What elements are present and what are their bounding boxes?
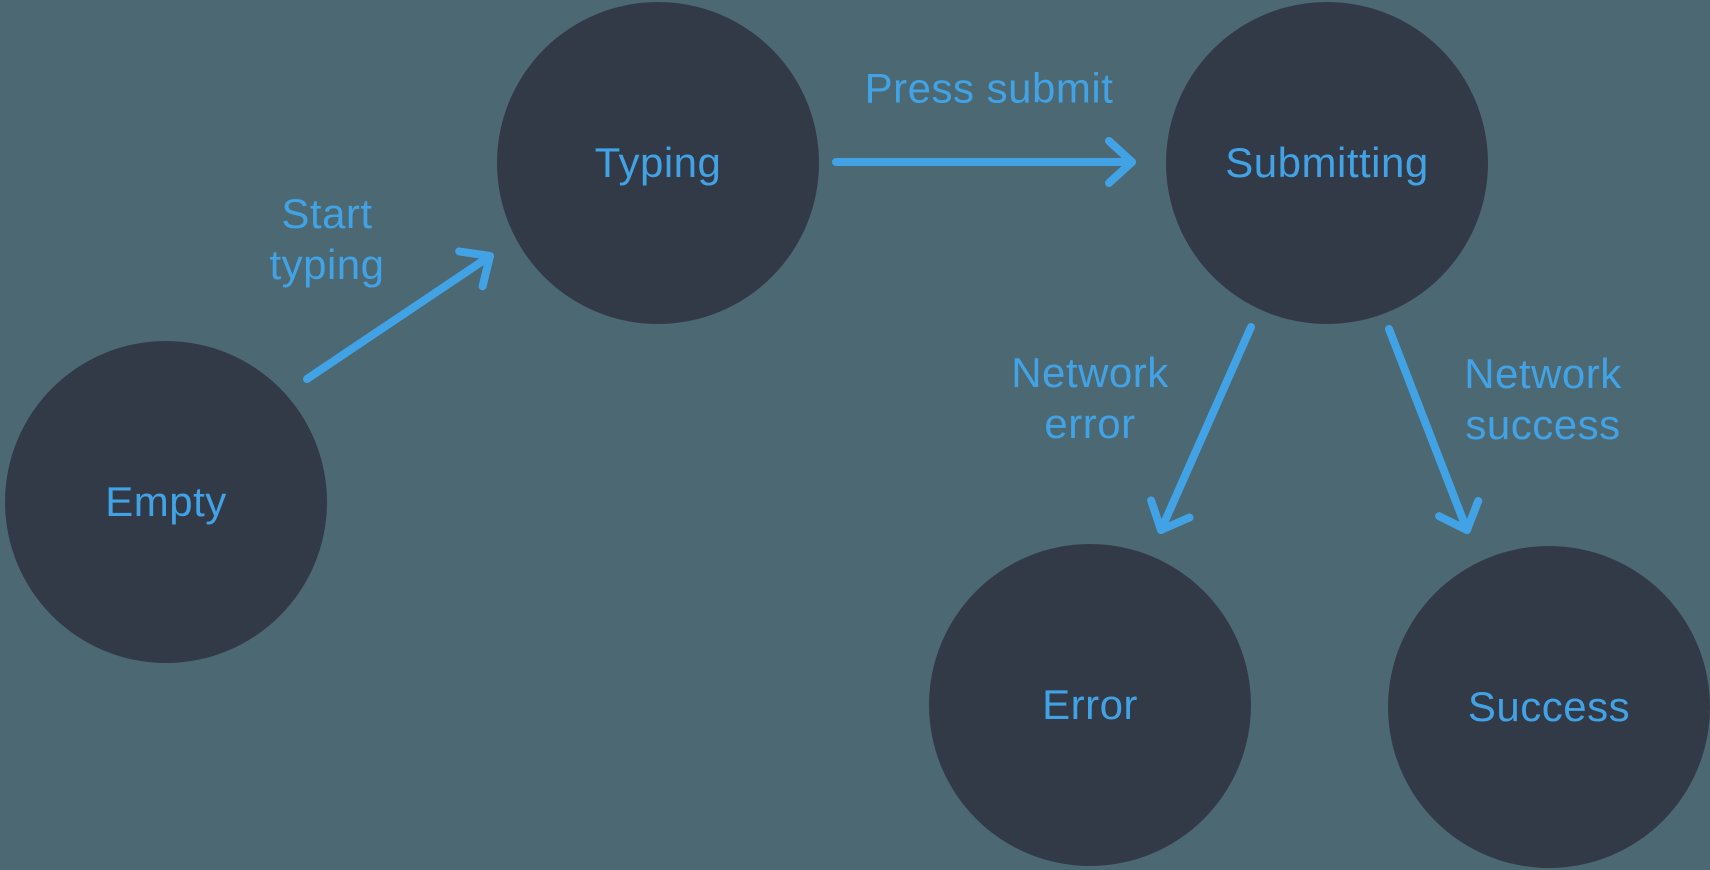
edge-label-start-typing: Start typing (269, 189, 385, 288)
edge-label-network-success: Network success (1464, 349, 1622, 448)
state-node-typing: Typing (497, 2, 819, 324)
edge-arrow-start-typing (303, 247, 494, 383)
edge-arrow-network-error (1147, 323, 1255, 534)
state-node-error: Error (929, 544, 1251, 866)
state-node-success: Success (1388, 546, 1710, 868)
state-label-success: Success (1467, 683, 1631, 730)
state-label-submitting: Submitting (1225, 139, 1429, 186)
edge-label-network-error: Network error (1011, 348, 1169, 447)
state-node-empty: Empty (5, 341, 327, 663)
edge-label-press-submit: Press submit (864, 64, 1114, 112)
state-node-submitting: Submitting (1166, 2, 1488, 324)
state-label-typing: Typing (594, 139, 722, 186)
edge-arrow-network-success (1385, 325, 1483, 534)
state-label-empty: Empty (105, 478, 227, 525)
state-label-error: Error (1042, 681, 1138, 728)
